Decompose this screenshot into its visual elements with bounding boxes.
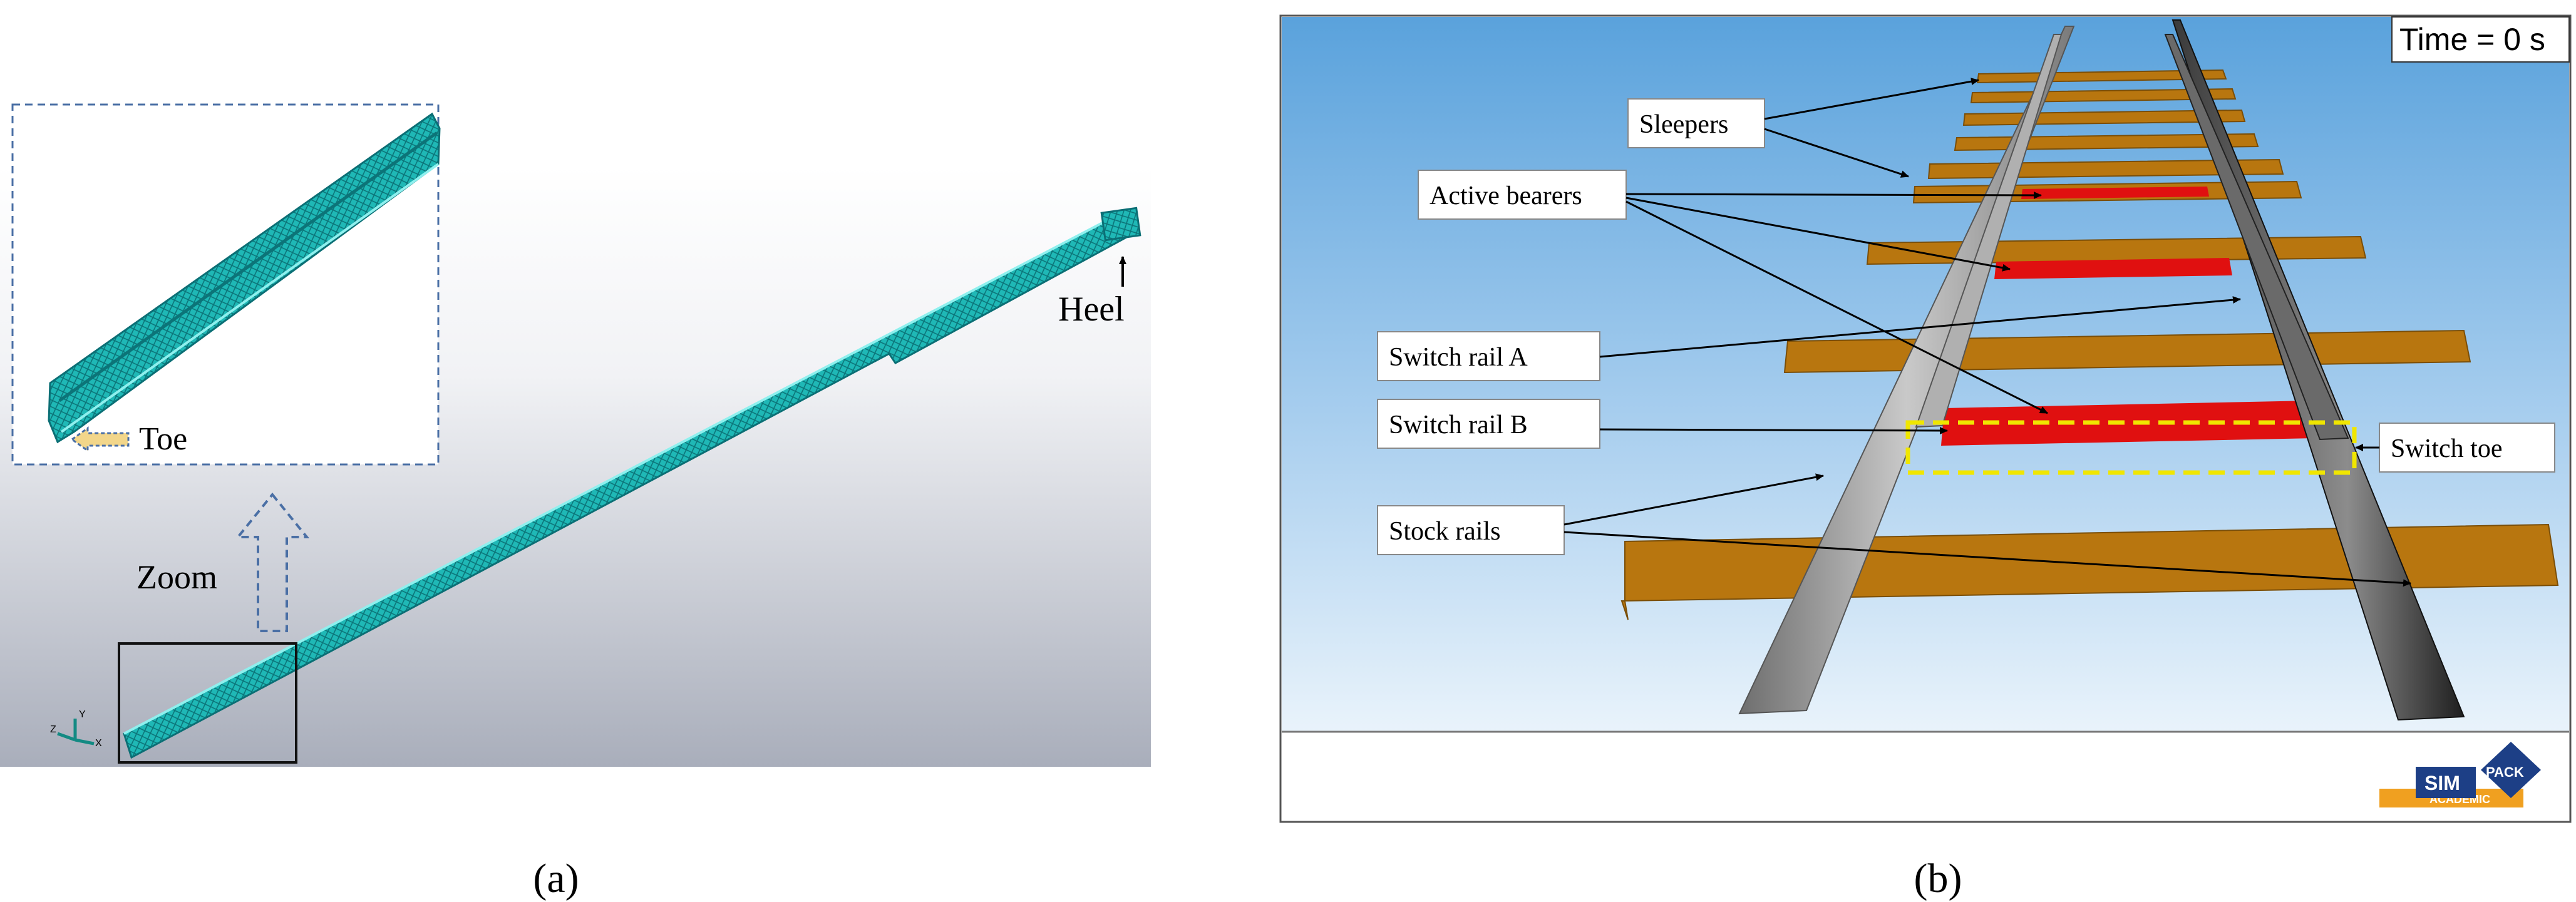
panel-a: Toe Heel Zoom Y Z X (a) [0,103,1151,901]
heel-label: Heel [1058,290,1125,329]
bearers-arrow [1625,191,2042,199]
logo-sim: SIM [2424,772,2460,794]
switch-rail-a [1915,34,2063,428]
sleepers-arrow [1764,128,1909,178]
switch-rail-a-box [1377,331,1600,381]
logo-pack: PACK [2486,764,2524,780]
stock-rails-arrow [1564,473,1824,526]
bearers-arrow [1625,200,2048,414]
active-bearers-label: Active bearers [1430,182,1582,210]
caption-b-text: (b) [1914,856,1962,901]
time-box [2391,16,2570,63]
bearers-arrow [1625,197,2011,272]
switch-toe-highlight [1905,420,2357,475]
axis-triad-icon: Y Z X [50,709,102,749]
axis-z-label: Z [50,724,56,735]
toe-label: Toe [139,421,187,457]
active-bearers-group [1941,187,2316,446]
active-bearer [1941,401,2316,446]
toe-arrow-icon [70,426,130,453]
leader-arrows [1564,78,2411,587]
active-bearers-box [1418,170,1627,220]
stock-rails-label: Stock rails [1389,517,1500,546]
heel-end-block [1100,207,1141,242]
sleepers-box [1627,98,1765,148]
switch-toe-label: Switch toe [2391,434,2502,463]
active-bearer [1994,258,2232,279]
toe-region-box [118,642,297,764]
logo-pack-shape [2481,742,2541,798]
logo-sim-box [2416,767,2476,798]
panel-b: Time = 0 s Sleepers Active bearers Switc… [1279,14,2572,901]
axis-y-label: Y [79,709,86,720]
switch-rail-top-edge [123,210,1125,735]
zoomed-rail-foot [60,163,440,433]
caption-a-text: (a) [533,856,579,901]
stock-rails-arrow [1564,531,2411,587]
zoom-label: Zoom [137,558,217,596]
switch-rail-b [2164,34,2349,441]
zoomed-rail-flange [58,131,438,402]
switch-rail-b-arrow [1599,426,1948,434]
time-label: Time = 0 s [2399,22,2545,57]
stock-rail-left [1738,26,2075,715]
simpack-logo: ACADEMIC SIM PACK [2379,742,2541,807]
switch-rail-a-label: Switch rail A [1389,343,1528,372]
switch-toe-box [2379,423,2555,473]
switch-rail-b-box [1377,399,1600,449]
active-bearer [2021,187,2209,199]
sleepers-arrow [1764,78,1979,120]
axis-x-label: X [95,738,102,749]
caption-b: (b) [1914,856,1962,901]
switch-rail-a-arrow [1599,296,2241,358]
zoomed-rail-mesh [48,112,441,444]
stock-rails-box [1377,505,1565,555]
caption-a: (a) [533,856,579,901]
switch-rail-b-label: Switch rail B [1389,411,1528,439]
sleepers-label: Sleepers [1639,110,1728,139]
